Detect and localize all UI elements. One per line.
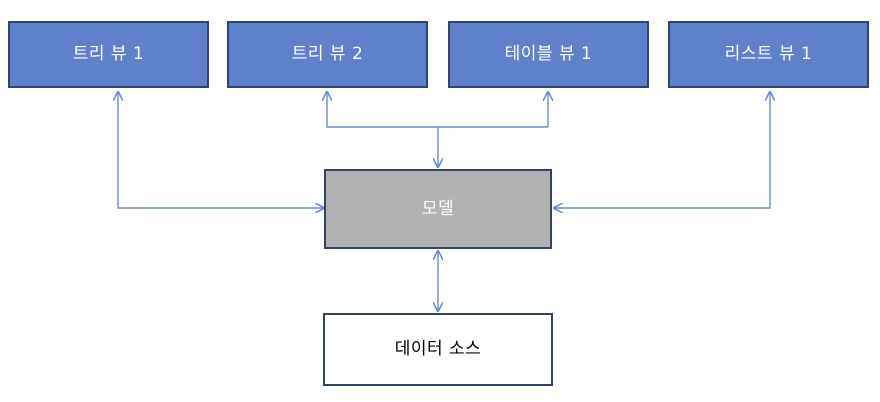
connector-model-to-tree-view-1 <box>118 92 324 208</box>
node-tree-view-1-label: 트리 뷰 1 <box>72 44 145 65</box>
node-table-view-1-label: 테이블 뷰 1 <box>504 44 593 65</box>
node-model[interactable]: 모델 <box>324 169 552 249</box>
connector-model-to-tree-view-2 <box>327 92 548 128</box>
node-table-view-1[interactable]: 테이블 뷰 1 <box>448 21 649 88</box>
node-tree-view-2-label: 트리 뷰 2 <box>291 44 364 65</box>
node-data-source[interactable]: 데이터 소스 <box>323 313 553 386</box>
node-list-view-1-label: 리스트 뷰 1 <box>724 44 813 65</box>
node-model-label: 모델 <box>421 198 455 219</box>
connector-model-to-list-view-1 <box>554 92 770 208</box>
node-tree-view-2[interactable]: 트리 뷰 2 <box>227 21 428 88</box>
node-tree-view-1[interactable]: 트리 뷰 1 <box>8 21 209 88</box>
node-data-source-label: 데이터 소스 <box>394 339 482 360</box>
node-list-view-1[interactable]: 리스트 뷰 1 <box>668 21 869 88</box>
